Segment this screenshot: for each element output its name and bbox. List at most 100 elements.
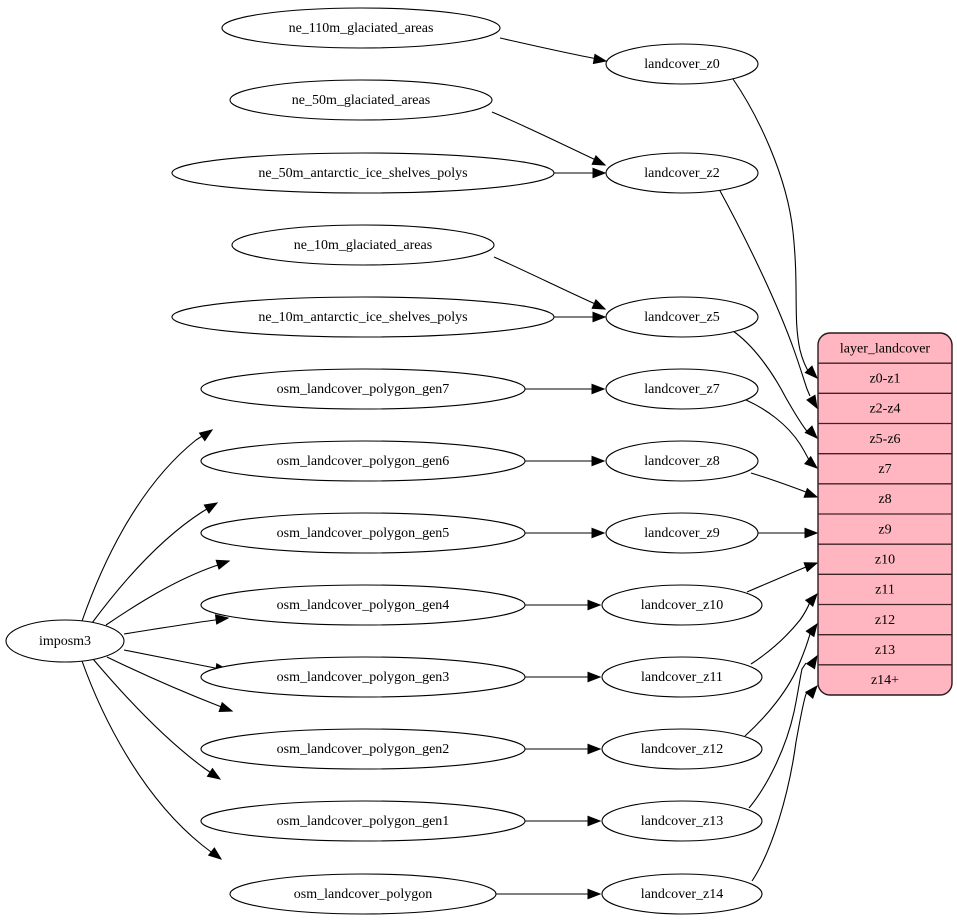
node-landcover_z7[interactable]: landcover_z7 xyxy=(605,368,759,410)
view-ellipse-landcover_z8 xyxy=(605,440,759,482)
node-landcover_z13[interactable]: landcover_z13 xyxy=(601,800,763,842)
arrowhead-to-landcover_z14 xyxy=(587,888,602,900)
arrowhead-to-landcover_z2-b xyxy=(592,167,607,179)
table-ellipse-osm_landcover_polygon xyxy=(229,873,497,915)
node-landcover_z10[interactable]: landcover_z10 xyxy=(601,584,763,626)
node-landcover_z11[interactable]: landcover_z11 xyxy=(601,656,763,698)
edge-imposm3-to-osm_landcover_polygon_gen1 xyxy=(92,658,215,776)
node-landcover_z2[interactable]: landcover_z2 xyxy=(605,152,759,194)
node-osm_landcover_polygon_gen6[interactable]: osm_landcover_polygon_gen6 xyxy=(200,440,526,482)
arrowhead-to-row-z10 xyxy=(803,562,819,573)
table-ellipse-osm_landcover_polygon_gen5 xyxy=(200,512,526,554)
record-row-z8[interactable] xyxy=(818,484,952,514)
arrowhead-to-landcover_z13 xyxy=(587,815,602,827)
arrowhead-to-row-z9 xyxy=(804,527,819,539)
node-landcover_z9[interactable]: landcover_z9 xyxy=(605,512,759,554)
arrowhead-to-row-z14plus xyxy=(804,684,818,699)
record-row-z14plus[interactable] xyxy=(818,665,952,695)
node-ne_10m_antarctic_ice_shelves_polys[interactable]: ne_10m_antarctic_ice_shelves_polys xyxy=(171,296,555,338)
arrowhead-to-polygon xyxy=(207,847,223,860)
node-landcover_z5[interactable]: landcover_z5 xyxy=(605,296,759,338)
node-landcover_z0[interactable]: landcover_z0 xyxy=(605,43,759,85)
edge-landcover_z7-to-z7 xyxy=(745,399,811,463)
arrowhead-to-gen2 xyxy=(218,701,234,712)
edge-imposm3-to-osm_landcover_polygon xyxy=(81,660,216,856)
table-ellipse-osm_landcover_polygon_gen1 xyxy=(200,800,526,842)
arrowhead-to-row-z12 xyxy=(805,622,818,638)
edge-imposm3-to-osm_landcover_polygon_gen5 xyxy=(105,562,225,626)
edge-imposm3-to-osm_landcover_polygon_gen2 xyxy=(106,656,228,710)
view-ellipse-landcover_z0 xyxy=(605,43,759,85)
arrowhead-to-gen5 xyxy=(215,559,231,570)
source-ellipse-imposm3 xyxy=(5,619,125,663)
record-row-z11[interactable] xyxy=(818,574,952,604)
view-ellipse-landcover_z14 xyxy=(601,873,763,915)
edge-imposm3-to-osm_landcover_polygon_gen3 xyxy=(123,649,223,670)
table-ellipse-osm_landcover_polygon_gen2 xyxy=(200,728,526,770)
edge-landcover_z14-to-z14plus xyxy=(751,689,811,882)
view-ellipse-landcover_z7 xyxy=(605,368,759,410)
nodes-layer: imposm3 ne_110m_glaciated_areas ne_50m_gla… xyxy=(5,7,763,915)
edge-imposm3-to-osm_landcover_polygon_gen6 xyxy=(91,505,213,624)
arrowhead-to-landcover_z5-b xyxy=(592,311,607,323)
node-osm_landcover_polygon_gen7[interactable]: osm_landcover_polygon_gen7 xyxy=(200,368,526,410)
node-osm_landcover_polygon_gen2[interactable]: osm_landcover_polygon_gen2 xyxy=(200,728,526,770)
node-osm_landcover_polygon_gen1[interactable]: osm_landcover_polygon_gen1 xyxy=(200,800,526,842)
edge-ne_110m_glaciated_areas-to-landcover_z0 xyxy=(499,37,604,61)
record-row-z2_z4[interactable] xyxy=(818,393,952,423)
arrowhead-to-row-z13 xyxy=(805,654,818,670)
node-osm_landcover_polygon_gen4[interactable]: osm_landcover_polygon_gen4 xyxy=(200,584,526,626)
table-ellipse-ne_50m_glaciated_areas xyxy=(229,79,493,121)
arrowhead-to-row-z0_z1 xyxy=(804,365,818,380)
node-landcover_z8[interactable]: landcover_z8 xyxy=(605,440,759,482)
table-ellipse-ne_110m_glaciated_areas xyxy=(221,7,501,49)
table-ellipse-osm_landcover_polygon_gen4 xyxy=(200,584,526,626)
node-ne_50m_antarctic_ice_shelves_polys[interactable]: ne_50m_antarctic_ice_shelves_polys xyxy=(171,152,555,194)
edge-landcover_z13-to-z13 xyxy=(748,662,807,809)
arrowhead-to-gen7 xyxy=(198,429,214,442)
record-row-z12[interactable] xyxy=(818,605,952,635)
arrowhead-to-landcover_z2-a xyxy=(591,155,607,166)
record-row-z0_z1[interactable] xyxy=(818,363,952,393)
edges-layer xyxy=(81,37,813,895)
edge-landcover_z11-to-z11 xyxy=(750,601,811,665)
edge-landcover_z12-to-z12 xyxy=(744,633,811,737)
record-row-z9[interactable] xyxy=(818,514,952,544)
record-node-layer: layer_landcoverz0-z1z2-z4z5-z6z7z8z9z10z… xyxy=(817,332,953,696)
arrowhead-to-landcover_z8 xyxy=(591,455,606,467)
view-ellipse-landcover_z13 xyxy=(601,800,763,842)
table-ellipse-ne_10m_glaciated_areas xyxy=(231,224,495,266)
record-node-layer_landcover[interactable]: layer_landcoverz0-z1z2-z4z5-z6z7z8z9z10z… xyxy=(817,332,953,696)
record-row-z13[interactable] xyxy=(818,635,952,665)
edge-landcover_z5-to-z5_z6 xyxy=(732,330,811,435)
edge-landcover_z0-to-z0_z1 xyxy=(732,78,811,375)
edge-ne_10m_glaciated_areas-to-landcover_z5 xyxy=(493,256,603,308)
view-ellipse-landcover_z2 xyxy=(605,152,759,194)
arrowhead-to-row-z8 xyxy=(803,487,819,498)
view-ellipse-landcover_z9 xyxy=(605,512,759,554)
node-landcover_z12[interactable]: landcover_z12 xyxy=(601,728,763,770)
node-landcover_z14[interactable]: landcover_z14 xyxy=(601,873,763,915)
edge-landcover_z2-to-z2_z4 xyxy=(718,188,811,397)
arrowhead-to-gen1 xyxy=(206,767,222,780)
node-osm_landcover_polygon[interactable]: osm_landcover_polygon xyxy=(229,873,497,915)
node-osm_landcover_polygon_gen3[interactable]: osm_landcover_polygon_gen3 xyxy=(200,656,526,698)
arrowhead-to-landcover_z9 xyxy=(591,527,606,539)
node-ne_10m_glaciated_areas[interactable]: ne_10m_glaciated_areas xyxy=(231,224,495,266)
arrowhead-to-row-z5_z6 xyxy=(804,425,818,440)
record-row-z5_z6[interactable] xyxy=(818,424,952,454)
node-ne_50m_glaciated_areas[interactable]: ne_50m_glaciated_areas xyxy=(229,79,493,121)
node-imposm3[interactable]: imposm3 xyxy=(5,619,125,663)
arrowhead-to-row-z7 xyxy=(804,455,819,469)
arrowhead-to-row-z2_z4 xyxy=(806,394,818,410)
node-ne_110m_glaciated_areas[interactable]: ne_110m_glaciated_areas xyxy=(221,7,501,49)
arrowhead-to-gen6 xyxy=(203,502,219,514)
record-row-z10[interactable] xyxy=(818,544,952,574)
view-ellipse-landcover_z10 xyxy=(601,584,763,626)
record-row-z7[interactable] xyxy=(818,454,952,484)
node-osm_landcover_polygon_gen5[interactable]: osm_landcover_polygon_gen5 xyxy=(200,512,526,554)
arrowhead-to-landcover_z10 xyxy=(587,599,602,611)
edge-imposm3-to-osm_landcover_polygon_gen4 xyxy=(123,618,223,635)
